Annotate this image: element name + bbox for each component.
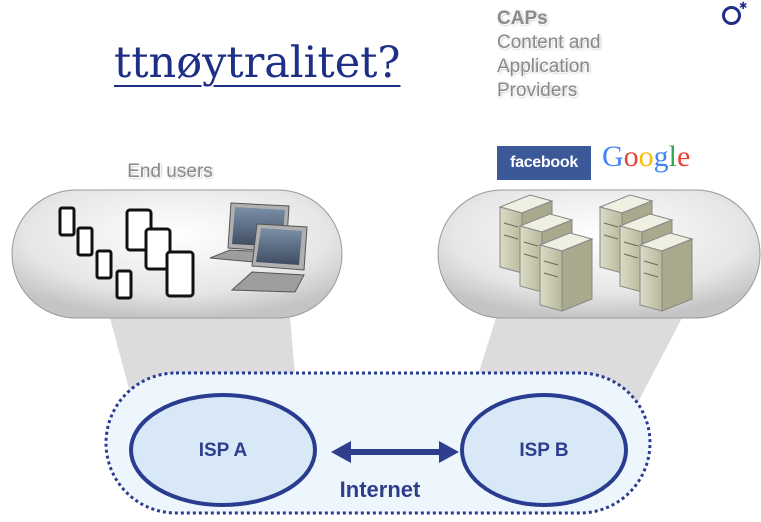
google-logo: Google bbox=[602, 140, 690, 174]
laptop-icon bbox=[230, 223, 308, 293]
google-letter: e bbox=[677, 140, 691, 173]
google-letter: o bbox=[623, 140, 639, 173]
end-users-label: End users bbox=[127, 161, 213, 182]
google-letter: l bbox=[668, 140, 678, 173]
server-rack-icon bbox=[598, 194, 694, 312]
google-letter: G bbox=[602, 140, 624, 173]
caps-description: CAPs Content and Application Providers bbox=[497, 7, 601, 103]
internet-label: Internet bbox=[339, 477, 421, 502]
caps-line: Application bbox=[497, 56, 590, 77]
isp-b-label: ISP B bbox=[519, 440, 569, 461]
google-letter: o bbox=[638, 140, 654, 173]
isp-b-node bbox=[460, 393, 628, 507]
caps-line: Providers bbox=[497, 80, 578, 101]
google-letter: g bbox=[653, 140, 669, 173]
decorative-star-icon: ✱ bbox=[739, 1, 748, 12]
decorative-circle-icon bbox=[722, 6, 741, 25]
mobile-devices-icon bbox=[58, 206, 195, 300]
caps-pill bbox=[437, 189, 761, 319]
server-rack-icon bbox=[498, 194, 594, 312]
isp-a-label: ISP A bbox=[198, 440, 248, 461]
caps-heading: CAPs bbox=[497, 8, 548, 29]
caps-line: Content and bbox=[497, 32, 601, 53]
page-title: ttnøytralitet? bbox=[114, 38, 401, 88]
peering-arrow bbox=[331, 441, 459, 463]
facebook-logo: facebook bbox=[497, 146, 591, 180]
isp-a-node bbox=[129, 393, 317, 507]
